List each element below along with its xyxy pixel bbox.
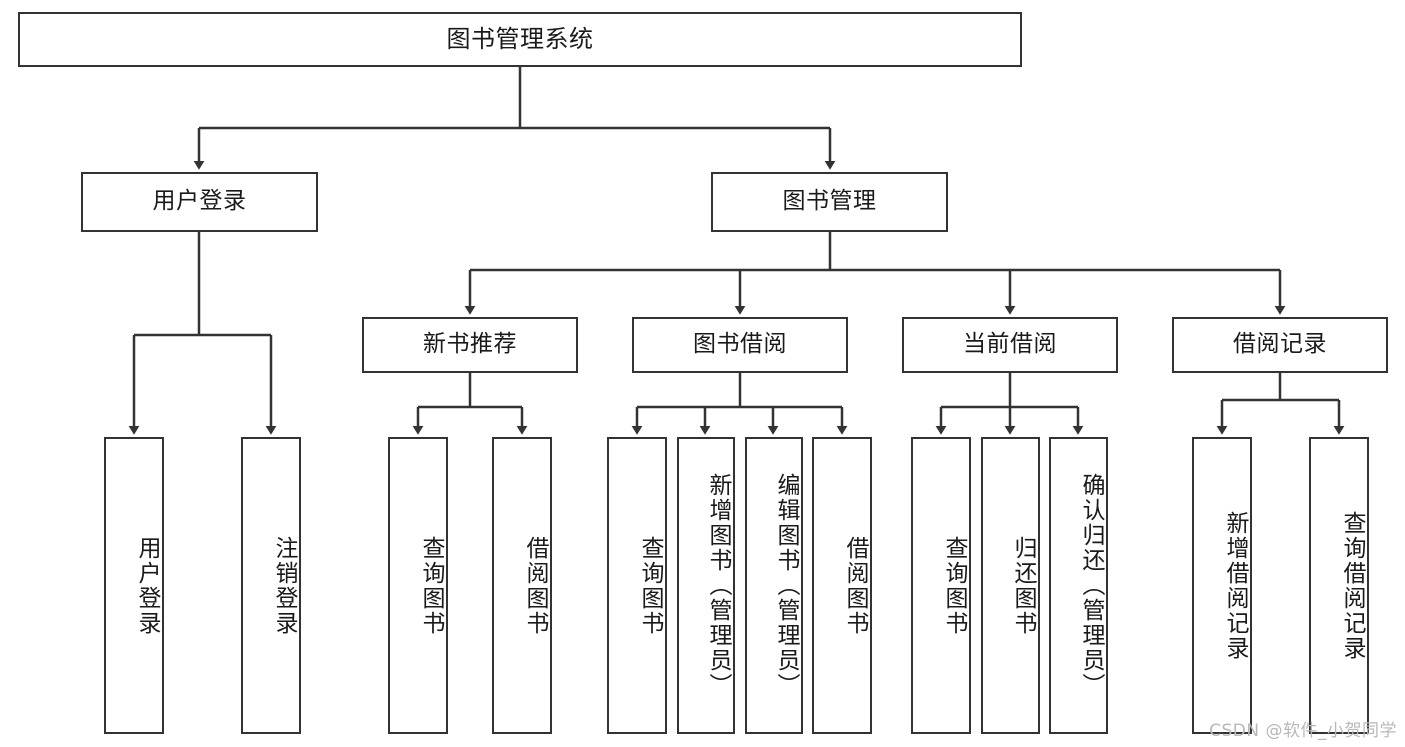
node-leaf-borrow-book-recommend[interactable]: 借阅图书 [492,437,552,734]
node-leaf-add-book-admin[interactable]: 新增图书（管理员） [677,437,735,734]
node-label: 借阅记录 [1233,331,1327,358]
node-label: 图书管理 [782,188,877,215]
node-label: 查询图书 [418,535,444,636]
node-leaf-confirm-return-admin[interactable]: 确认归还（管理员） [1049,437,1108,734]
node-leaf-add-borrow-record[interactable]: 新增借阅记录 [1192,437,1252,734]
node-label: 图书借阅 [693,331,787,358]
node-label: 查询借阅记录 [1339,510,1365,661]
node-label: 新增借阅记录 [1222,510,1248,661]
node-label: 注销登录 [271,535,297,636]
node-label: 借阅图书 [522,535,548,636]
node-leaf-borrow-book-borrow[interactable]: 借阅图书 [812,437,872,734]
node-label: 用户登录 [134,535,160,636]
node-leaf-query-book-recommend[interactable]: 查询图书 [388,437,448,734]
node-leaf-logout-login[interactable]: 注销登录 [241,437,301,734]
node-leaf-return-book[interactable]: 归还图书 [981,437,1040,734]
node-book-management[interactable]: 图书管理 [711,172,948,232]
node-label: 查询图书 [941,535,967,636]
node-label: 用户登录 [152,188,247,215]
node-leaf-query-book-current[interactable]: 查询图书 [911,437,971,734]
node-label: 新书推荐 [423,331,517,358]
node-leaf-query-book-borrow[interactable]: 查询图书 [607,437,667,734]
node-label: 查询图书 [637,535,663,636]
node-current-borrow[interactable]: 当前借阅 [902,317,1118,373]
node-user-login[interactable]: 用户登录 [81,172,318,232]
node-label: 当前借阅 [963,331,1057,358]
node-leaf-user-login[interactable]: 用户登录 [104,437,164,734]
node-label: 新增图书（管理员） [705,473,731,698]
node-borrow-record[interactable]: 借阅记录 [1172,317,1388,373]
node-label: 确认归还（管理员） [1078,473,1104,698]
node-label: 归还图书 [1010,535,1036,636]
node-label: 借阅图书 [842,535,868,636]
node-label: 图书管理系统 [446,25,594,54]
node-leaf-query-borrow-record[interactable]: 查询借阅记录 [1309,437,1369,734]
node-root-book-management-system[interactable]: 图书管理系统 [18,12,1022,67]
node-leaf-edit-book-admin[interactable]: 编辑图书（管理员） [745,437,803,734]
node-label: 编辑图书（管理员） [773,473,799,698]
csdn-watermark: CSDN @软件_小贺同学 [1209,721,1397,741]
node-new-book-recommend[interactable]: 新书推荐 [362,317,578,373]
node-book-borrow[interactable]: 图书借阅 [632,317,848,373]
